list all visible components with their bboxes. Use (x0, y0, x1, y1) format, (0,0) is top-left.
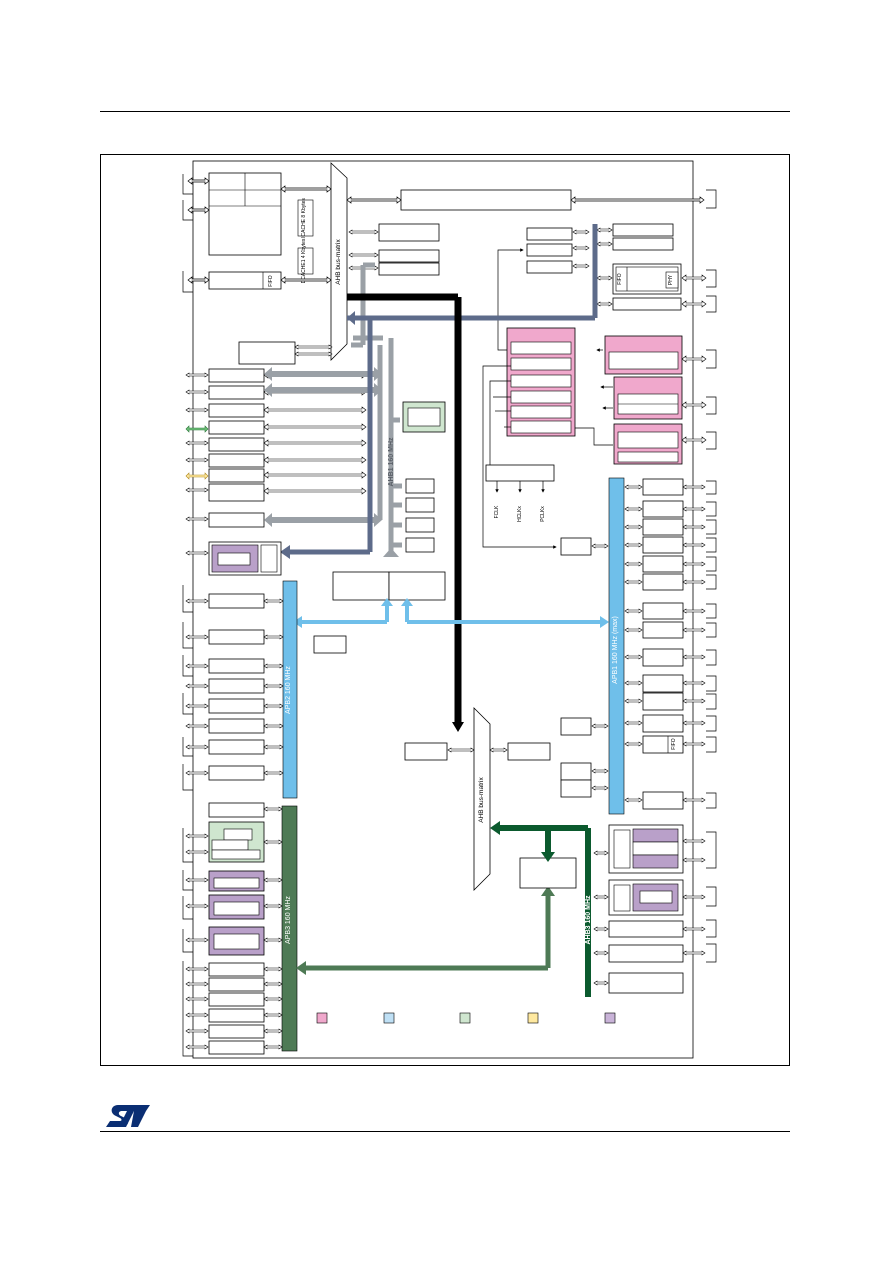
apb2-small-block (313, 635, 347, 654)
ahb-matrix-bottom-label: AHB bus-matrix (478, 776, 485, 822)
ahb1-periph-3 (405, 517, 435, 533)
bottom-matrix-right-block (507, 742, 551, 761)
gpio-block-7 (208, 468, 265, 483)
apb3-periph-3 (208, 992, 265, 1007)
ahb1-label: AHB1 160 MHz (388, 437, 395, 487)
clock-mux-block (485, 464, 555, 482)
apb2-periph-4 (208, 678, 265, 694)
ahb3-block-5 (608, 972, 684, 994)
apb2-bridge (332, 571, 390, 601)
apb1-bridge (388, 571, 446, 601)
apb2-periph-7 (208, 739, 265, 755)
right-top-block-4 (612, 297, 682, 311)
ahb1-periph-2 (405, 497, 435, 513)
ahb3-bridge (519, 857, 577, 889)
icache-label: ICACHE 8 Kbytes (301, 198, 307, 238)
apb2-periph-8 (208, 765, 265, 781)
apb3-periph-1 (208, 962, 265, 977)
fclk-label: FCLK (494, 505, 500, 518)
apb3-periph-6 (208, 1040, 265, 1055)
apb2-label: APB2 160 MHz (285, 666, 292, 714)
bottom-matrix-left-block (404, 742, 448, 761)
ahb3-block-4 (608, 944, 684, 963)
apb1-bus (608, 477, 625, 815)
ahb1-left-arrow (264, 513, 382, 527)
apb2-periph-6 (208, 718, 265, 734)
hclk-label: HCLKx (517, 506, 523, 522)
pclk-label: PCLKx (540, 506, 546, 522)
apb3-bus (281, 805, 298, 1052)
right-top-block-1 (612, 223, 674, 237)
gpio-block-6 (208, 453, 265, 468)
dcache-label: DCACHE1 4 Kbytes (301, 238, 307, 283)
ahb1-left-block (208, 512, 265, 528)
apb2-bus (282, 580, 298, 799)
apb1-left-small-1 (560, 537, 592, 556)
apb3-label: APB3 160 MHz (285, 896, 292, 944)
footer-rule (100, 1131, 790, 1132)
ahb-bus-matrix-top (330, 162, 348, 361)
apb3-periph-top (208, 802, 265, 818)
ahb-bus-matrix-bottom (473, 707, 491, 891)
gpio-yellow-arrow (185, 472, 209, 480)
apb2-periph-1 (208, 593, 265, 609)
apb3-periph-5 (208, 1024, 265, 1039)
hash-block (526, 243, 573, 257)
left-mid-block (238, 341, 296, 365)
ahb3-block-3 (608, 920, 684, 938)
gpio-block-3 (208, 403, 265, 418)
gpio-block-1 (208, 368, 265, 383)
top-wide-block (400, 189, 572, 211)
apb1-left-small-4 (560, 779, 592, 798)
legend-swatch-blue (383, 1012, 395, 1024)
apb3-periph-2 (208, 977, 265, 992)
rng-block (526, 227, 573, 241)
dcache-block (297, 247, 314, 275)
apb3-periph-4 (208, 1008, 265, 1023)
phy-label: PHY (668, 274, 674, 285)
gpio-block-4 (208, 420, 265, 435)
fifo-label-apb1: FIFO (671, 738, 677, 749)
ahb1-periph-4 (405, 537, 435, 553)
gpio-block-8 (208, 483, 265, 502)
header-rule (100, 111, 790, 112)
inner-border (192, 160, 694, 1059)
ahb-slave-block-2 (378, 249, 440, 263)
ahb-slave-block-1 (378, 223, 440, 242)
apb1-label: APB1 160 MHz (max) (612, 616, 619, 684)
fifo-label-otg: FIFO (617, 273, 623, 284)
gpio-block-2 (208, 385, 265, 400)
icache-block (297, 199, 314, 237)
ahb3-label: AHB3 160 MHz (585, 895, 592, 945)
apb2-periph-2 (208, 629, 265, 645)
gpio-green-arrow (185, 425, 209, 433)
legend-swatch-green (459, 1012, 471, 1024)
apb1-left-small-3 (560, 762, 592, 781)
st-logo (106, 1105, 150, 1127)
ahb1-periph-1 (405, 478, 435, 494)
aes-block (526, 260, 573, 274)
apb1-periph-1 (642, 478, 684, 496)
block-diagram-frame (100, 154, 790, 1066)
legend-swatch-pink (316, 1012, 328, 1024)
legend-swatch-purple (604, 1012, 616, 1024)
apb2-periph-5 (208, 698, 265, 714)
gpio-block-5 (208, 437, 265, 452)
apb2-periph-3 (208, 658, 265, 674)
apb1-left-small-2 (560, 717, 592, 736)
ahb-slave-block-3 (378, 262, 440, 276)
fifo-label-top: FIFO (268, 275, 274, 286)
legend-swatch-yellow (527, 1012, 539, 1024)
ahb-matrix-top-label: AHB bus-matrix (335, 238, 342, 284)
phy-block (665, 271, 679, 289)
right-top-block-2 (612, 237, 674, 251)
